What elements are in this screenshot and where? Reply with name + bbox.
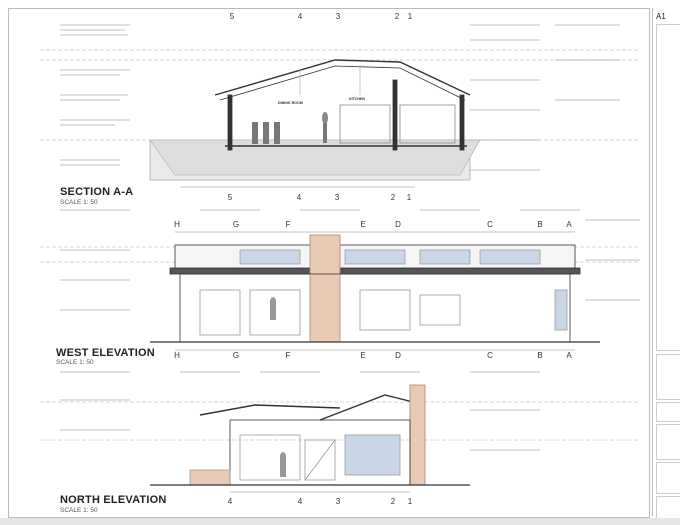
grid-marker: 4 xyxy=(297,12,303,21)
grid-marker: G xyxy=(232,351,240,360)
grid-marker: G xyxy=(232,220,240,229)
grid-marker: 3 xyxy=(335,12,341,21)
grid-marker: 2 xyxy=(390,193,396,202)
section-a-a-scale: SCALE 1: 50 xyxy=(60,199,98,206)
annotation-notes xyxy=(60,24,640,451)
grid-marker: B xyxy=(537,220,543,229)
sheet-number: A1 xyxy=(656,12,666,21)
title-block-cell xyxy=(656,354,680,400)
north-elevation-scale: SCALE 1: 50 xyxy=(60,507,98,514)
room-label-dining: DINING ROOM xyxy=(278,101,303,105)
grid-marker: D xyxy=(395,351,401,360)
grid-marker: 2 xyxy=(390,497,396,506)
grid-marker: 3 xyxy=(335,497,341,506)
viewer-bottom-bar xyxy=(0,518,680,525)
grid-marker: 3 xyxy=(334,193,340,202)
north-elevation-title: NORTH ELEVATION xyxy=(60,494,167,506)
grid-marker: A xyxy=(566,351,572,360)
grid-marker: E xyxy=(360,220,366,229)
grid-marker: 1 xyxy=(407,497,413,506)
grid-marker: 5 xyxy=(227,193,233,202)
grid-marker: 1 xyxy=(407,12,413,21)
grid-marker: 4 xyxy=(296,193,302,202)
grid-marker: A xyxy=(566,220,572,229)
grid-marker: E xyxy=(360,351,366,360)
grid-marker: D xyxy=(395,220,401,229)
section-a-a-drawing: DINING ROOM KITCHEN xyxy=(149,59,481,188)
title-block-cell xyxy=(656,424,680,460)
title-block-notes xyxy=(656,24,680,351)
grid-marker: F xyxy=(285,220,291,229)
grid-marker: H xyxy=(174,351,180,360)
west-elevation-drawing xyxy=(150,231,600,351)
section-a-a-title: SECTION A-A xyxy=(60,186,134,198)
grid-marker: C xyxy=(487,351,493,360)
drawing-sheet xyxy=(8,8,650,518)
title-block-cell xyxy=(656,402,680,422)
room-label-kitchen: KITCHEN xyxy=(349,97,365,101)
grid-marker: 2 xyxy=(394,12,400,21)
grid-marker: 1 xyxy=(406,193,412,202)
title-block-cell xyxy=(656,462,680,494)
grid-marker: H xyxy=(174,220,180,229)
north-elevation-drawing xyxy=(150,384,470,493)
grid-marker: 4 xyxy=(297,497,303,506)
title-block xyxy=(652,8,680,522)
grid-marker: F xyxy=(285,351,291,360)
grid-marker: 5 xyxy=(229,12,235,21)
grid-marker: B xyxy=(537,351,543,360)
west-elevation-scale: SCALE 1: 50 xyxy=(56,359,94,366)
west-elevation-title: WEST ELEVATION xyxy=(56,347,155,359)
grid-marker: C xyxy=(487,220,493,229)
grid-marker: 4 xyxy=(227,497,233,506)
